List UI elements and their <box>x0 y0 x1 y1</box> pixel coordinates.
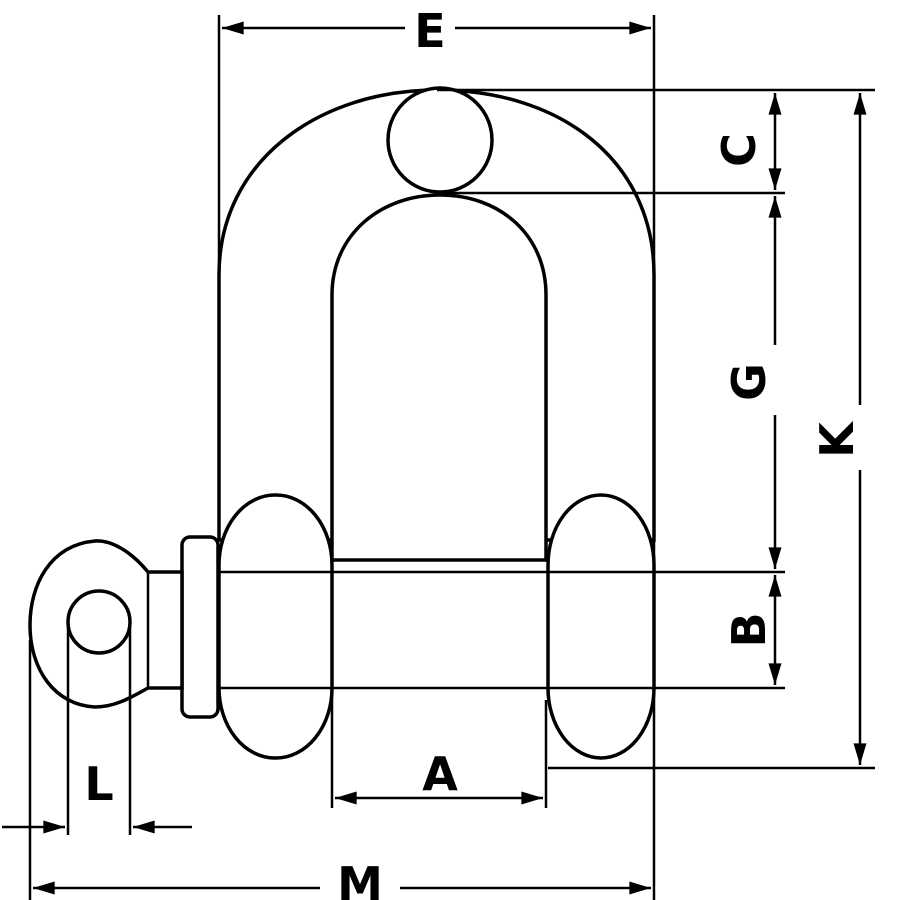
shackle-body <box>217 86 656 562</box>
label-M: M <box>337 857 383 900</box>
right-eye <box>546 493 656 760</box>
extension-lines <box>28 15 875 900</box>
shackle-eyes <box>217 493 656 760</box>
left-eye <box>217 493 334 760</box>
dimension-labels: E A L M C G B K <box>84 4 864 900</box>
label-A: A <box>422 747 458 801</box>
pin-eye-hole <box>66 589 132 655</box>
shackle-inner-opening <box>330 193 548 562</box>
pin-collar <box>180 535 220 719</box>
crown-wire-section <box>386 86 494 194</box>
label-L: L <box>84 757 113 811</box>
label-K: K <box>810 420 864 458</box>
label-B: B <box>722 612 776 647</box>
label-G: G <box>722 363 776 401</box>
dimension-lines <box>2 21 867 895</box>
label-C: C <box>712 133 766 167</box>
label-E: E <box>414 4 445 58</box>
